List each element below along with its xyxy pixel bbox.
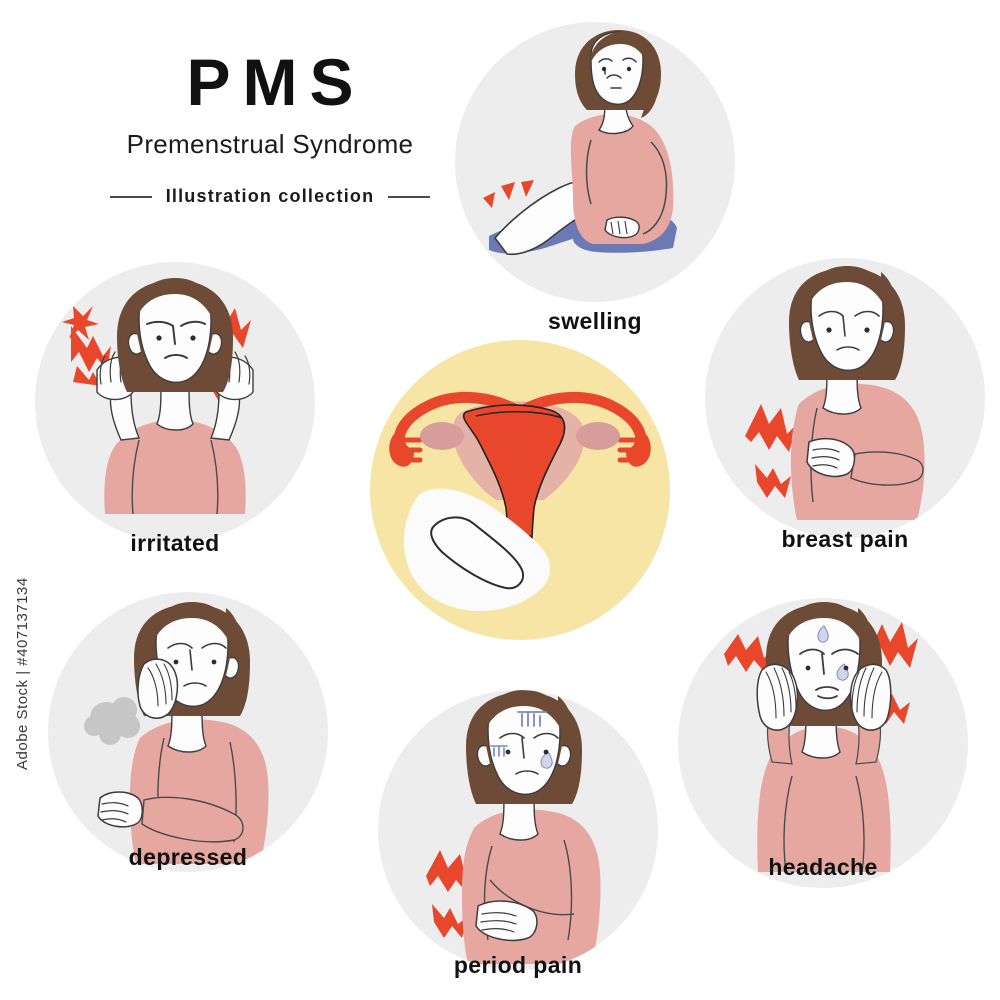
panel-circle-period-pain (378, 690, 658, 970)
divider-label: Illustration collection (165, 186, 375, 207)
divider-dash-right (388, 195, 431, 198)
panel-label-swelling: swelling (548, 308, 642, 334)
panel-circle-headache (678, 598, 968, 888)
panel-label-period-pain: period pain (453, 952, 583, 978)
illustration-period-pain (426, 690, 601, 964)
panel-swelling[interactable]: swelling (455, 22, 735, 342)
illustration-swelling (483, 30, 677, 256)
illustration-uterus (389, 391, 651, 612)
stock-watermark: Adobe Stock | #407137134 (14, 577, 31, 770)
panel-label-breast-pain: breast pain (781, 526, 909, 552)
panel-circle-depressed (48, 592, 328, 872)
panel-depressed[interactable]: depressed (48, 592, 328, 912)
page-title: PMS (186, 45, 366, 119)
panel-label-irritated: irritated (130, 530, 220, 556)
title-block: PMS Premenstrual Syndrome Illustration c… (60, 45, 480, 207)
forehead-pain-lines (517, 711, 547, 727)
panel-circle-irritated (35, 262, 315, 542)
illustration-irritated (62, 278, 254, 515)
illustration-depressed (84, 602, 269, 864)
illustration-breast-pain (745, 266, 925, 520)
divider: Illustration collection (60, 186, 480, 207)
illustration-headache (724, 602, 918, 873)
panel-circle-uterus (370, 340, 670, 640)
divider-dash-left (109, 195, 152, 198)
panel-label-depressed: depressed (128, 844, 248, 870)
panel-uterus[interactable] (370, 340, 670, 640)
panel-irritated[interactable]: irritated (35, 262, 315, 582)
panel-circle-breast-pain (705, 258, 985, 538)
sanitary-pad-icon (403, 488, 551, 612)
panel-circle-swelling (455, 22, 735, 302)
panel-period-pain[interactable]: period pain (378, 690, 658, 1000)
panel-breast-pain[interactable]: breast pain (705, 258, 985, 578)
panel-headache[interactable]: headache (678, 598, 968, 918)
sigh-cloud-icon (84, 697, 140, 745)
panel-label-headache: headache (768, 854, 878, 880)
page-subtitle: Premenstrual Syndrome (126, 129, 414, 160)
